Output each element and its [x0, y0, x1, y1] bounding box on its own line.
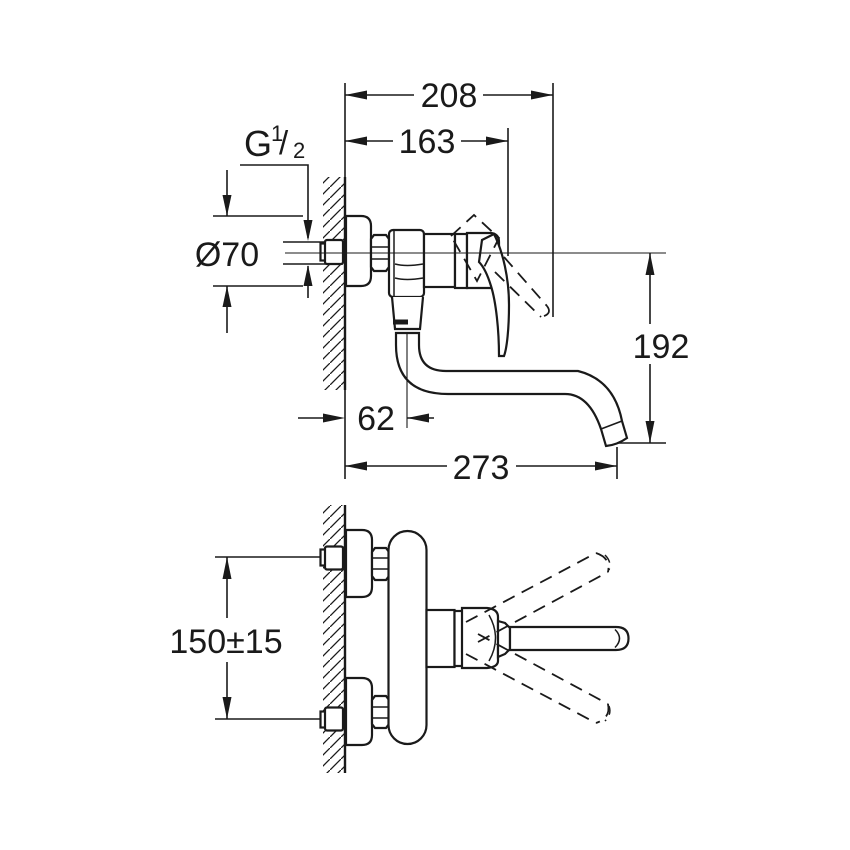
- spout-cap-plan: [460, 606, 500, 670]
- union-nut-upper: [370, 546, 391, 582]
- dimension-connection-centers: 150±15: [169, 557, 283, 719]
- body-mid-section: [422, 232, 457, 289]
- spout-side: [394, 331, 629, 448]
- handle-alt-position-dashed: [449, 213, 550, 318]
- dim-208-label: 208: [421, 77, 478, 115]
- dim-diameter-70-label: Ø70: [195, 236, 259, 274]
- swivel-tip-arc-down: [604, 705, 611, 722]
- union-nut-lower: [370, 694, 391, 730]
- handle-lever-side: [477, 232, 511, 358]
- plan-view: 150±15: [169, 505, 630, 773]
- thread-slash: /: [279, 124, 289, 161]
- spout-plan: [425, 606, 630, 670]
- spout-tube-plan: [508, 625, 630, 652]
- escutcheon-upper-plan: [344, 528, 374, 599]
- dim-62-label: 62: [357, 400, 395, 438]
- inlet-fitting-lower: [323, 706, 345, 732]
- inlet-fitting-upper: [323, 545, 345, 571]
- spout-base-plan: [425, 608, 456, 669]
- spout-tube-side: [394, 331, 629, 448]
- escutcheon-side: [344, 214, 373, 288]
- cap-dome-arc: [488, 614, 497, 662]
- dimension-depth-to-handle: 163: [345, 123, 509, 256]
- inlet-fitting-side: [323, 238, 345, 266]
- thread-size-callout: G 1 / 2: [240, 121, 313, 298]
- arrowhead-left: [345, 90, 367, 100]
- dimension-overall-depth: 208: [345, 77, 554, 317]
- dimension-spout-offset: 62: [298, 333, 434, 438]
- wall-hatching-side: [323, 177, 345, 390]
- side-view: 208 163 G 1 / 2: [195, 77, 690, 487]
- lower-connection-plan: [319, 676, 391, 747]
- dimension-spout-drop: 192: [617, 253, 690, 444]
- spout-swivel-up-dashed: [465, 552, 611, 643]
- arrowhead-right: [531, 90, 553, 100]
- aerator-line: [600, 420, 623, 430]
- thread-leader-line: [240, 164, 309, 238]
- dim-273-label: 273: [453, 449, 510, 487]
- mixer-body-plan: [387, 529, 428, 746]
- flange-diameter-callout: Ø70: [195, 170, 303, 333]
- spout-swivel-down-dashed: [465, 633, 611, 724]
- swivel-tip-arc-up: [604, 554, 611, 571]
- thread-g-label: G: [244, 123, 272, 164]
- thread-denominator: 2: [293, 138, 305, 163]
- upper-connection-plan: [319, 528, 391, 599]
- wall-hatching-plan: [323, 505, 345, 773]
- escutcheon-lower-plan: [344, 676, 374, 747]
- tube-tip-inner-arc: [614, 628, 621, 649]
- dimension-spout-reach: 273: [345, 447, 618, 487]
- dim-192-label: 192: [633, 328, 690, 366]
- mixer-body-side: [319, 214, 511, 358]
- thread-numerator: 1: [271, 121, 283, 146]
- dim-163-label: 163: [399, 123, 456, 161]
- dim-150-label: 150±15: [169, 623, 282, 661]
